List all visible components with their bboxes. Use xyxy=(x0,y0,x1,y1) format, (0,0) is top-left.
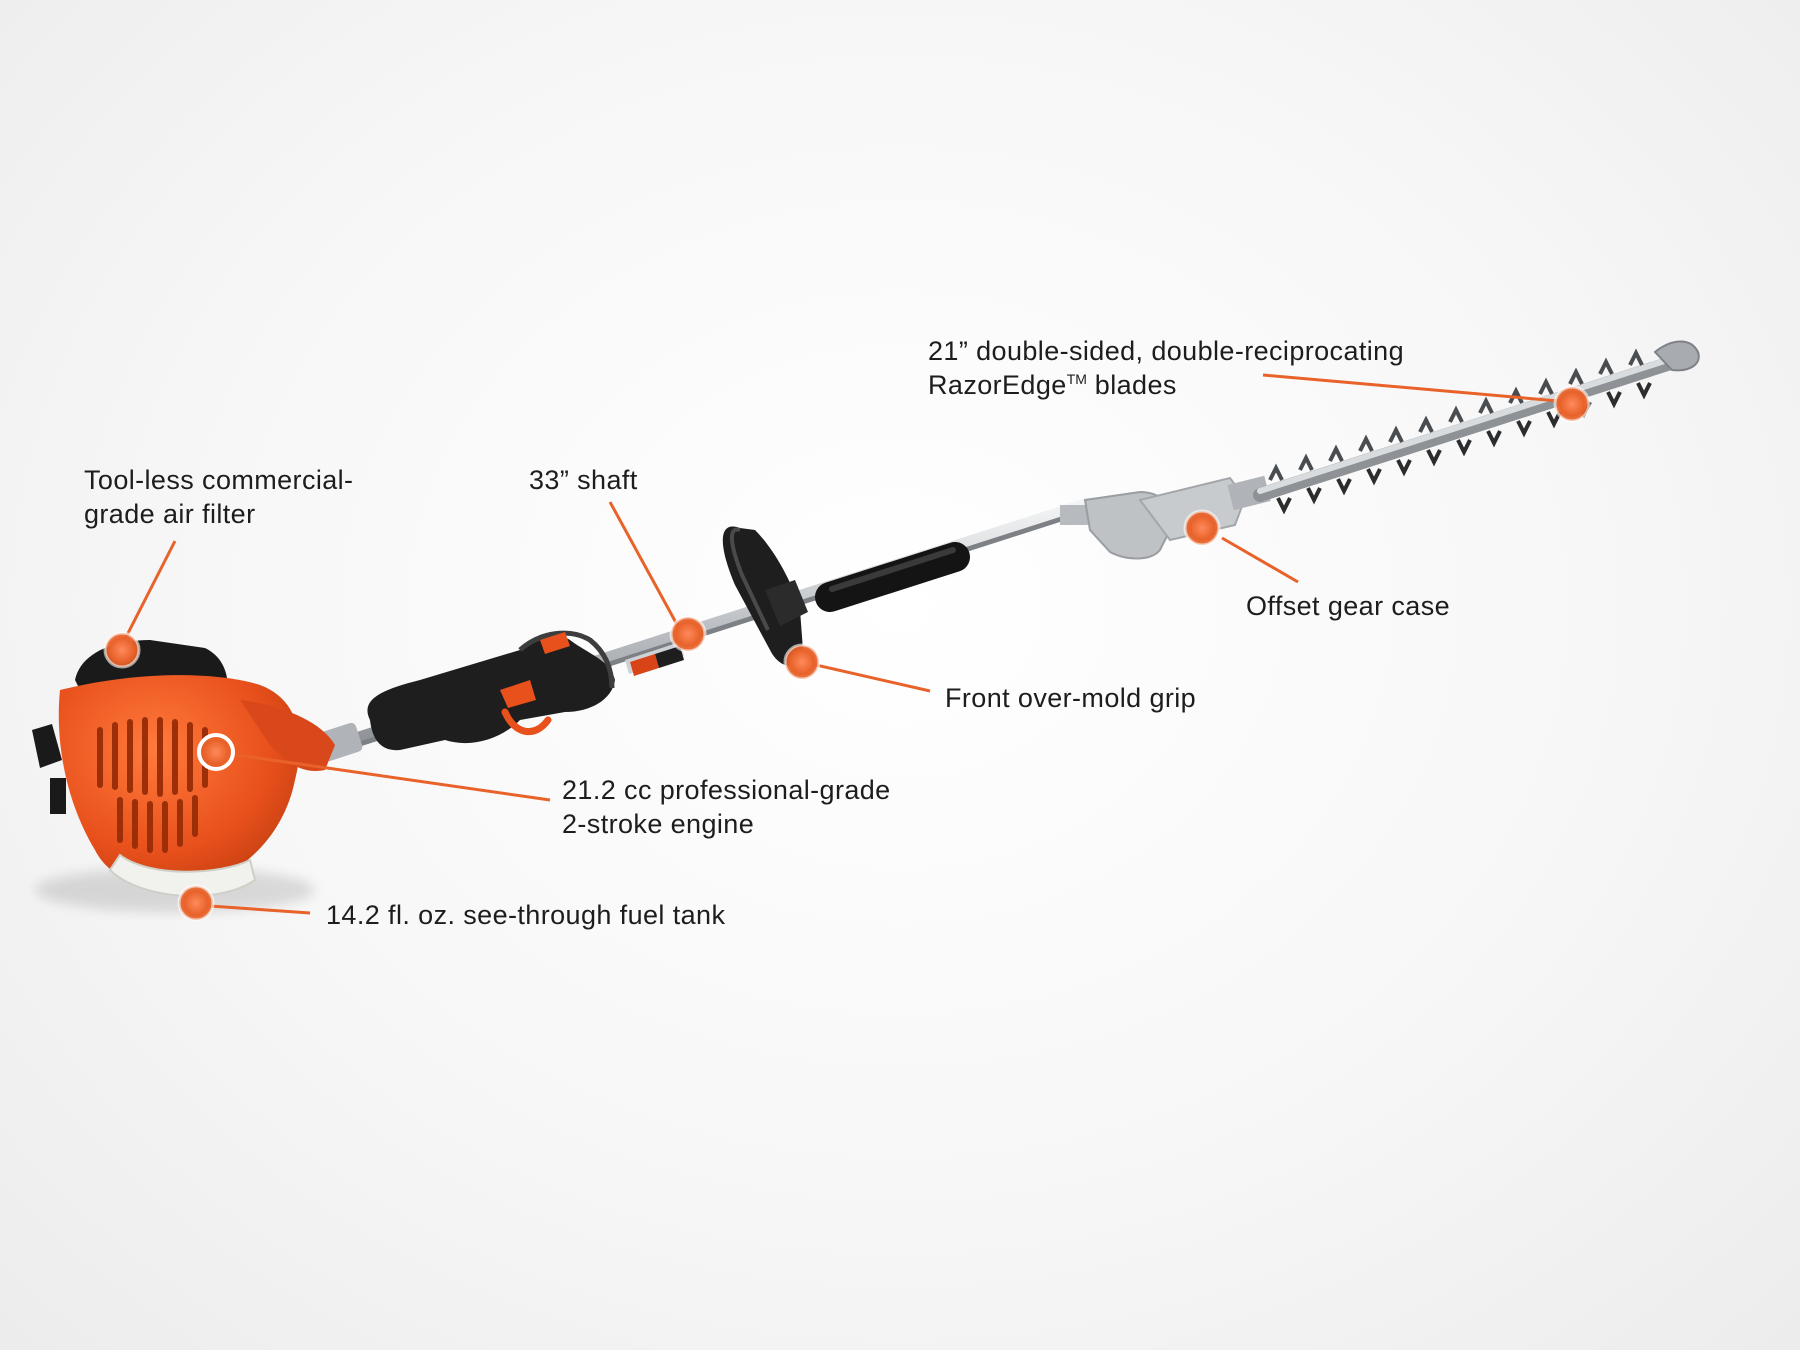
fuel-tank xyxy=(108,853,257,897)
throttle-trigger xyxy=(500,680,536,708)
callout-fuel-tank: 14.2 fl. oz. see-through fuel tank xyxy=(326,898,725,932)
blade-bar xyxy=(1253,340,1700,515)
front-handle xyxy=(722,526,808,666)
trademark-symbol: TM xyxy=(1066,371,1087,387)
callout-engine: 21.2 cc professional-grade 2-stroke engi… xyxy=(562,773,891,841)
blades-marker xyxy=(1553,385,1591,423)
callout-shaft-line1: 33” shaft xyxy=(529,465,638,495)
gear-case xyxy=(1060,475,1271,560)
callout-gear-case: Offset gear case xyxy=(1246,589,1450,623)
pull-starter xyxy=(32,724,62,768)
front-grip-marker xyxy=(783,643,821,681)
engine xyxy=(32,640,335,897)
trigger-guard xyxy=(501,708,552,736)
callout-blades-line2: RazorEdgeTM blades xyxy=(928,370,1177,400)
callout-blades: 21” double-sided, double-reciprocating R… xyxy=(928,334,1404,402)
callout-markers xyxy=(103,385,1591,922)
callout-air-filter-line2: grade air filter xyxy=(84,499,256,529)
blade-teeth-bottom xyxy=(1276,382,1652,515)
leader-lines xyxy=(120,373,1571,915)
throttle-lockout xyxy=(540,632,570,654)
rear-handle xyxy=(317,630,615,762)
callout-blades-line1: 21” double-sided, double-reciprocating xyxy=(928,336,1404,366)
callout-front-grip: Front over-mold grip xyxy=(945,681,1196,715)
shaft-marker xyxy=(669,615,707,653)
callout-air-filter-line1: Tool-less commercial- xyxy=(84,465,354,495)
callout-front-grip-line1: Front over-mold grip xyxy=(945,683,1197,713)
callout-engine-line1: 21.2 cc professional-grade xyxy=(562,775,891,805)
engine-marker xyxy=(197,733,235,771)
blade-teeth-top xyxy=(1268,348,1644,481)
callout-gear-case-line1: Offset gear case xyxy=(1246,591,1451,621)
shaft-rubber-grip xyxy=(815,542,970,612)
air-filter-marker xyxy=(103,631,141,669)
callout-shaft: 33” shaft xyxy=(529,463,638,497)
gear-case-marker xyxy=(1183,509,1221,547)
shaft-decal xyxy=(625,642,684,676)
callout-fuel-tank-line1: 14.2 fl. oz. see-through fuel tank xyxy=(326,900,726,930)
fuel-tank-marker xyxy=(177,884,215,922)
callout-engine-line2: 2-stroke engine xyxy=(562,809,755,839)
callout-air-filter: Tool-less commercial- grade air filter xyxy=(84,463,353,531)
